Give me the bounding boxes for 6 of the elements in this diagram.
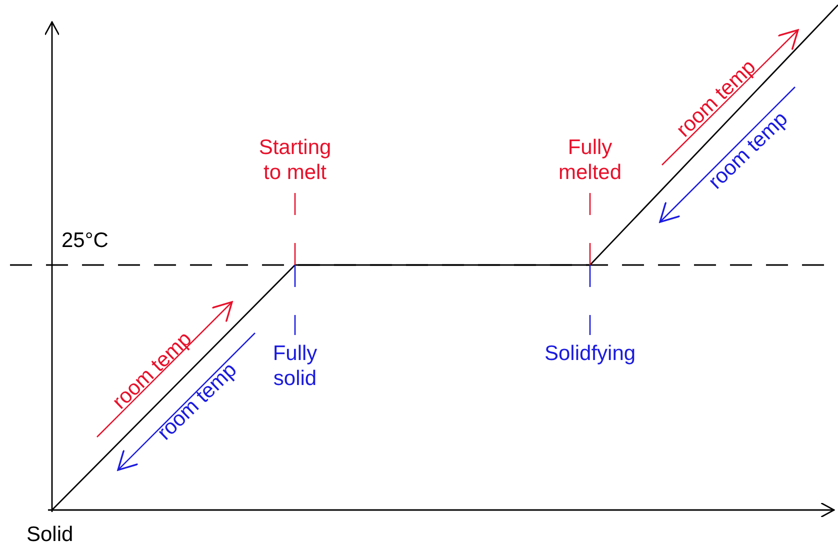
axis-label: Solid bbox=[26, 522, 74, 546]
state-label: Fully melted bbox=[557, 135, 623, 185]
state-label: Solidfying bbox=[544, 340, 636, 366]
temperature-label: 25°C bbox=[62, 228, 108, 252]
state-label: Starting to melt bbox=[258, 135, 332, 185]
state-label: Fully solid bbox=[272, 341, 318, 391]
